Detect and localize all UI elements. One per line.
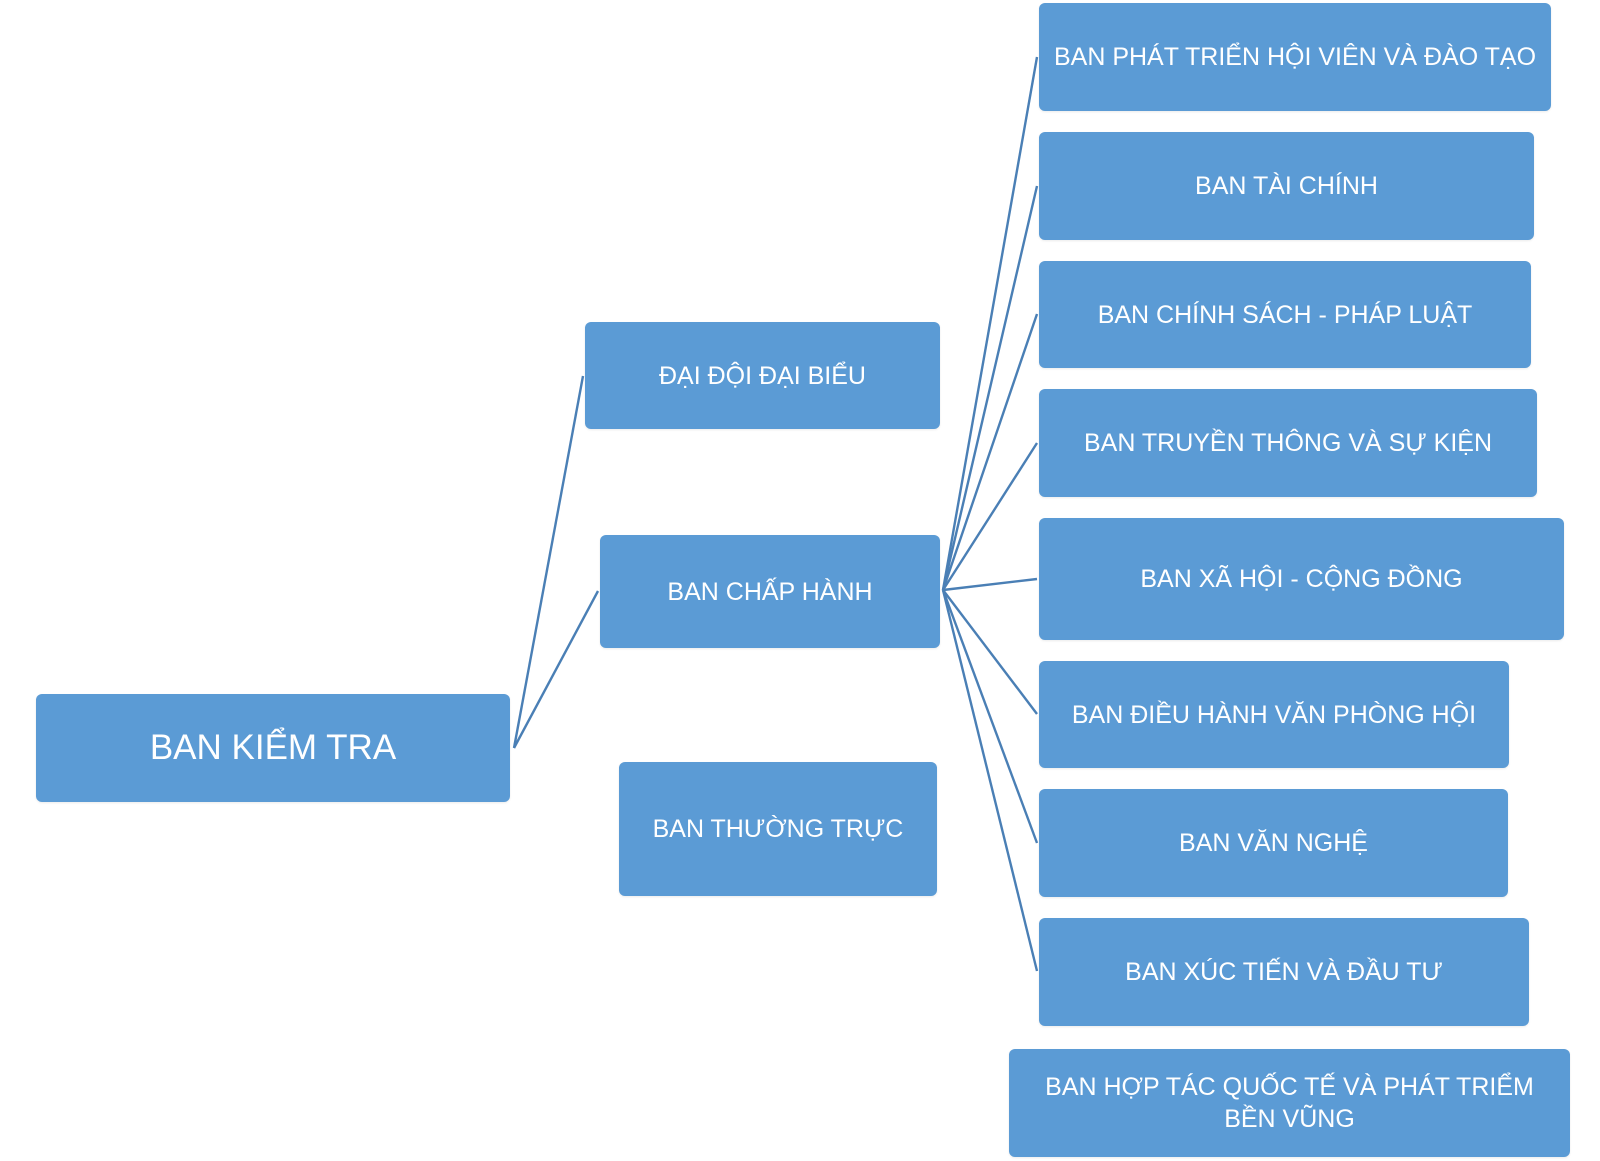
node-ban-phat-trien-hoi-vien-va-dao-tao: BAN PHÁT TRIỂN HỘI VIÊN VÀ ĐÀO TẠO [1039,3,1551,111]
node-label: BAN PHÁT TRIỂN HỘI VIÊN VÀ ĐÀO TẠO [1053,43,1537,71]
node-label: ĐẠI ĐỘI ĐẠI BIỂU [659,361,866,390]
node-ban-truyen-thong-va-su-kien: BAN TRUYỀN THÔNG VÀ SỰ KIỆN [1039,389,1537,497]
connector-chap-hanh-dieu-hanh-van-phong [942,589,1038,715]
node-ban-chap-hanh: BAN CHẤP HÀNH [600,535,940,648]
node-ban-tai-chinh: BAN TÀI CHÍNH [1039,132,1534,240]
connector-chap-hanh-phat-trien-hoi-vien [941,56,1039,591]
connector-chap-hanh-tai-chinh [941,185,1039,591]
node-ban-van-nghe: BAN VĂN NGHỆ [1039,789,1508,897]
node-ban-dieu-hanh-van-phong-hoi: BAN ĐIỀU HÀNH VĂN PHÒNG HỘI [1039,661,1509,768]
node-label: BAN HỢP TÁC QUỐC TẾ VÀ PHÁT TRIỂM BỀN VŨ… [1045,1073,1534,1133]
node-label: BAN VĂN NGHỆ [1179,829,1368,857]
node-label: BAN KIỂM TRA [149,728,397,767]
connector-chap-hanh-xa-hoi-cong-dong [942,577,1038,592]
connector-chap-hanh-truyen-thong-su-kien [941,442,1039,591]
node-label: BAN CHẤP HÀNH [667,577,873,606]
node-ban-kiem-tra: BAN KIỂM TRA [36,694,510,802]
connector-chap-hanh-xuc-tien-dau-tu [941,589,1039,972]
node-ban-chinh-sach-phap-luat: BAN CHÍNH SÁCH - PHÁP LUẬT [1039,261,1531,368]
node-label: BAN ĐIỀU HÀNH VĂN PHÒNG HỘI [1071,700,1477,729]
node-ban-xuc-tien-va-dau-tu: BAN XÚC TIẾN VÀ ĐẦU TƯ [1039,918,1529,1026]
node-label: BAN TÀI CHÍNH [1195,172,1378,200]
node-dai-doi-dai-bieu: ĐẠI ĐỘI ĐẠI BIỂU [585,322,940,429]
connector-chap-hanh-van-nghe [941,589,1039,844]
node-ban-thuong-truc: BAN THƯỜNG TRỰC [619,762,937,896]
node-label: BAN CHÍNH SÁCH - PHÁP LUẬT [1097,300,1473,329]
connector-chap-hanh-chinh-sach-phap-luat [941,313,1039,591]
node-label: BAN XÚC TIẾN VÀ ĐẦU TƯ [1125,958,1443,986]
connector-root-ban-chap-hanh [512,590,600,749]
node-ban-xa-hoi-cong-dong: BAN XÃ HỘI - CỘNG ĐỒNG [1039,518,1564,640]
node-ban-hop-tac-quoc-te: BAN HỢP TÁC QUỐC TẾ VÀ PHÁT TRIỂM BỀN VŨ… [1009,1049,1570,1157]
node-label: BAN TRUYỀN THÔNG VÀ SỰ KIỆN [1083,429,1492,457]
node-label: BAN THƯỜNG TRỰC [652,815,904,843]
connector-root-dai-doi-dai-bieu [512,375,585,749]
node-label: BAN XÃ HỘI - CỘNG ĐỒNG [1140,565,1463,593]
